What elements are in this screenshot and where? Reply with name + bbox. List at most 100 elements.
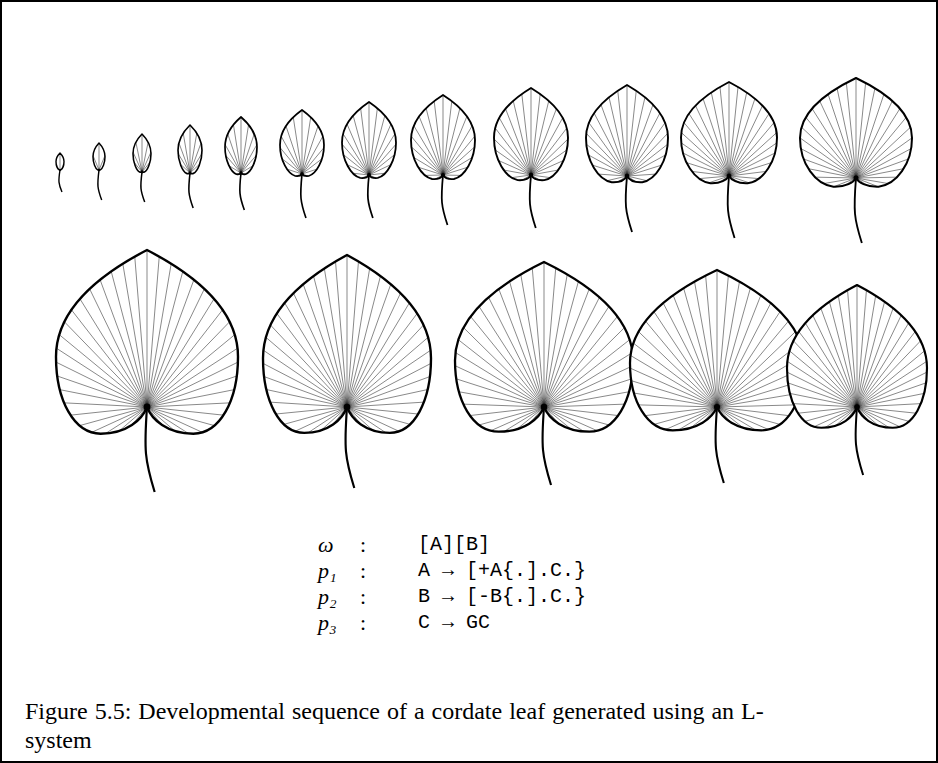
leaf-vein [857, 407, 900, 427]
leaf-vein [443, 147, 475, 175]
leaf-vein [645, 407, 717, 416]
vein-hub [188, 171, 191, 174]
leaf-vein [369, 173, 385, 175]
leaf-petiole [728, 176, 735, 238]
leaf-vein [834, 178, 856, 187]
leaf-vein [857, 407, 878, 426]
leaf-vein [627, 176, 647, 181]
leaf [93, 143, 105, 200]
leaf-petiole [345, 407, 354, 488]
leaf-vein [717, 303, 771, 407]
leaf-vein [347, 325, 424, 407]
leaf [225, 117, 257, 210]
leaf-petiole [716, 407, 724, 483]
leaf-vein [594, 113, 627, 176]
leaf-vein [856, 149, 911, 178]
leaf-vein [517, 407, 544, 429]
leaf-petiole [141, 172, 145, 202]
vein-hub [59, 169, 61, 171]
leaf-vein [729, 176, 749, 183]
leaf-vein [821, 308, 857, 407]
leaf [586, 85, 668, 232]
vein-hub [141, 171, 144, 174]
leaf-petiole [98, 170, 102, 200]
leaf-vein [717, 393, 800, 407]
leaf-vein [696, 106, 729, 176]
leaf-vein [333, 407, 347, 425]
leaf-vein [499, 118, 531, 175]
leaf-vein [147, 289, 204, 407]
leaf-vein [691, 407, 717, 428]
leaf-vein [147, 299, 214, 407]
leaf-vein [443, 167, 468, 175]
leaf-blade [133, 134, 151, 172]
leaf-vein [347, 407, 418, 414]
leaf-vein [544, 379, 632, 407]
leaf-vein [489, 297, 544, 407]
leaf-vein [729, 163, 771, 176]
leaf-vein [627, 155, 666, 176]
leaf-vein [586, 133, 627, 176]
leaf-vein [683, 153, 729, 176]
leaf-petiole [59, 170, 62, 192]
leaf-vein [347, 255, 348, 407]
vein-hub [98, 169, 100, 171]
leaf-vein [324, 268, 347, 407]
leaf-vein [147, 362, 238, 407]
leaf-vein [369, 165, 391, 175]
leaf-vein [190, 143, 201, 173]
rule-symbol: p₃ [318, 610, 337, 636]
leaf-vein [717, 407, 756, 430]
leaf-blade [411, 95, 475, 179]
leaf-vein [627, 85, 628, 176]
leaf-vein [347, 407, 399, 431]
leaf-vein [147, 310, 223, 407]
leaf-petiole [301, 174, 306, 218]
leaf-petiole [856, 407, 864, 475]
leaf-vein [654, 407, 717, 424]
leaf-vein [857, 302, 885, 407]
leaf-vein [717, 407, 780, 424]
leaf-vein [673, 295, 717, 407]
leaf-vein [529, 407, 544, 424]
leaf-vein [531, 101, 549, 175]
leaf-vein [347, 407, 361, 425]
leaf-vein [824, 178, 856, 184]
leaf-vein [544, 316, 617, 407]
rule-symbol: ω [318, 532, 334, 558]
leaf-blade [800, 78, 912, 187]
leaf-vein [133, 152, 142, 172]
leaf-vein [627, 133, 668, 176]
leaf-vein [293, 293, 347, 407]
leaf [342, 102, 396, 218]
leaf-vein [147, 348, 238, 407]
leaf-vein [531, 170, 558, 175]
leaf-blade [681, 82, 777, 183]
leaf-blade [93, 143, 105, 170]
leaf-outline [342, 102, 396, 178]
leaf-vein [426, 108, 443, 175]
leaf-vein [347, 303, 409, 407]
vein-hub [727, 174, 732, 179]
rule-production: C → GC [418, 610, 490, 636]
leaf-vein [347, 284, 391, 407]
leaf-blade [263, 255, 431, 433]
leaf-vein [471, 316, 544, 407]
leaf-petiole [626, 176, 632, 232]
leaf-vein [284, 407, 347, 424]
leaf-outline [56, 250, 238, 434]
leaf-vein [147, 376, 237, 407]
leaf-vein [80, 407, 147, 426]
leaf-vein [411, 147, 443, 175]
leaf-vein [60, 153, 61, 170]
leaf-vein [142, 142, 148, 172]
leaf-vein [414, 126, 443, 175]
leaf-vein [531, 160, 564, 175]
leaf-vein [856, 88, 875, 178]
vein-hub [854, 176, 859, 181]
leaf-vein [147, 407, 175, 431]
leaf-vein [434, 101, 443, 175]
leaf-vein [627, 105, 653, 176]
leaf-petiole [530, 175, 536, 228]
